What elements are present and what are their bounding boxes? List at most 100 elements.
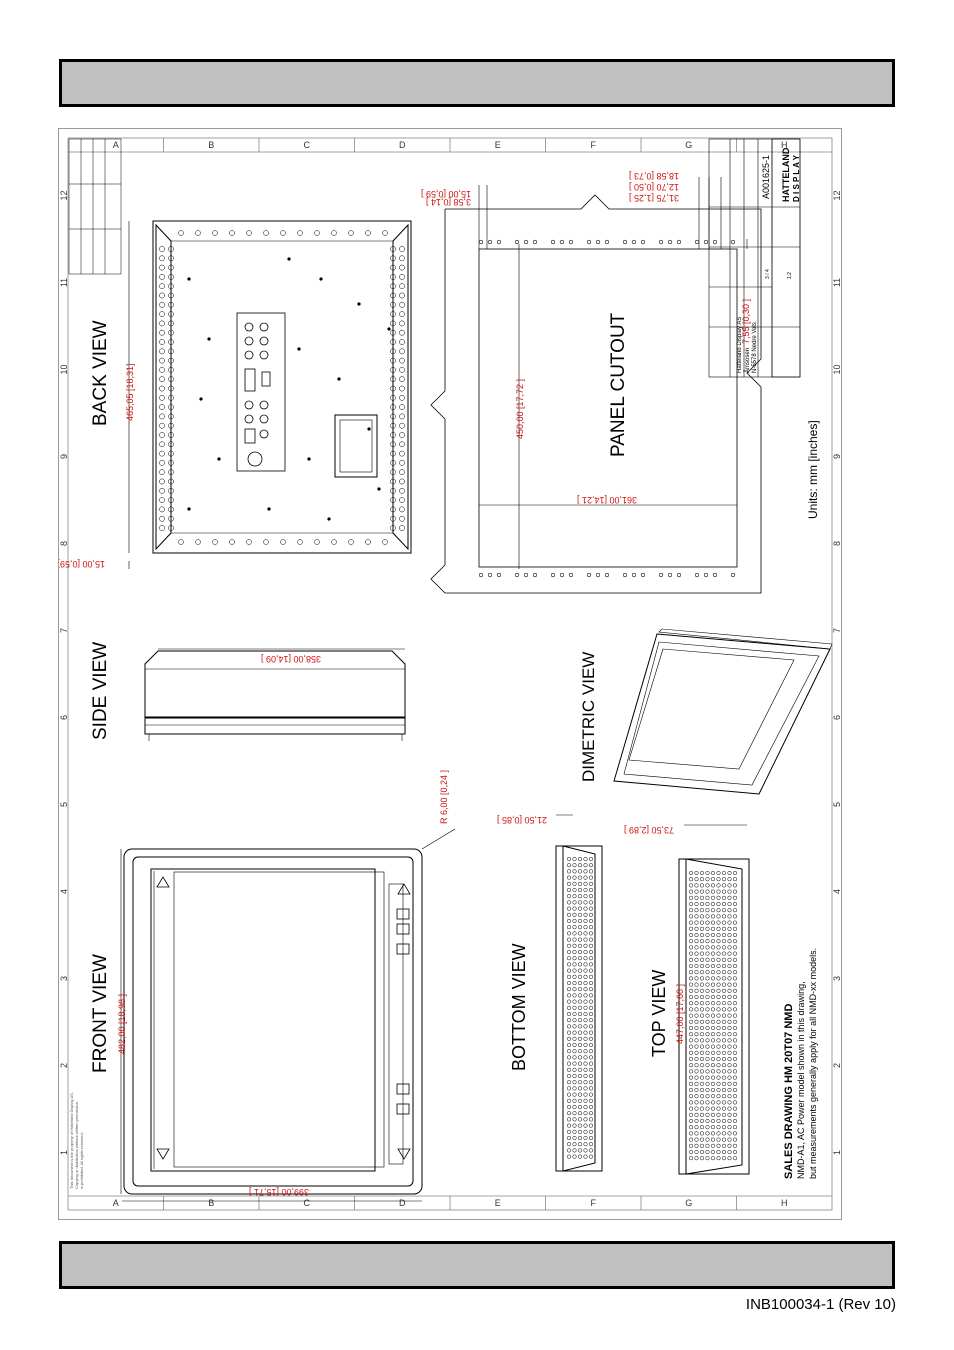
- vent-hole: [721, 1019, 727, 1024]
- vent-hole: [390, 301, 396, 308]
- vent-hole: [732, 1118, 738, 1124]
- vent-hole: [727, 1156, 732, 1161]
- vent-hole: [566, 999, 572, 1004]
- vent-hole: [710, 889, 716, 894]
- vent-hole: [195, 230, 201, 236]
- mounting-hole: [604, 239, 610, 245]
- vent-hole: [583, 943, 588, 948]
- vent-hole: [572, 1086, 577, 1091]
- vent-hole: [716, 994, 721, 1000]
- mounting-hole: [496, 239, 502, 245]
- vent-hole: [577, 980, 583, 986]
- vent-hole: [699, 994, 705, 1000]
- vent-hole: [699, 1063, 705, 1068]
- screw: [187, 277, 191, 281]
- vent-hole: [710, 939, 716, 944]
- grid-row-label: D: [399, 140, 406, 150]
- vent-hole: [331, 539, 337, 545]
- vent-hole: [399, 432, 405, 438]
- vent-hole: [159, 274, 165, 280]
- vent-hole: [588, 999, 594, 1004]
- vent-hole: [710, 901, 716, 907]
- vent-hole: [280, 230, 286, 236]
- vent-hole: [694, 976, 699, 981]
- vent-hole: [688, 1118, 694, 1124]
- vent-hole: [577, 856, 583, 862]
- vent-hole: [727, 963, 732, 969]
- vent-hole: [710, 1137, 716, 1142]
- mounting-hole: [676, 572, 682, 578]
- vent-hole: [727, 1087, 732, 1093]
- vent-hole: [390, 404, 396, 410]
- cutout-dim-a: 15,00 [0,59 ]: [421, 189, 471, 199]
- vent-hole: [716, 1019, 721, 1024]
- vent-hole: [694, 1137, 699, 1142]
- vent-hole: [572, 1030, 577, 1035]
- vent-hole: [577, 1049, 583, 1054]
- vent-hole: [399, 246, 405, 252]
- vent-hole: [583, 1148, 588, 1153]
- vent-hole: [566, 918, 572, 924]
- vent-hole: [572, 956, 577, 961]
- vent-hole: [390, 283, 396, 290]
- vent-hole: [159, 394, 165, 401]
- vent-hole: [716, 1075, 721, 1080]
- vent-hole: [694, 988, 699, 993]
- front-view-title: FRONT VIEW: [90, 954, 111, 1073]
- vent-hole: [721, 957, 727, 962]
- svg-text:is prohibited. All rights rese: is prohibited. All rights reserved.: [79, 1132, 84, 1189]
- vent-hole: [716, 1149, 721, 1155]
- vent-hole: [572, 881, 577, 886]
- bottom-depth-dimension: 21,50 [0,85 ]: [497, 815, 547, 825]
- grid-col-label: 12: [59, 190, 69, 200]
- vent-hole: [710, 1038, 716, 1043]
- cutout-holes: [478, 239, 736, 578]
- vent-hole: [710, 982, 716, 987]
- vent-hole: [168, 404, 174, 410]
- vent-hole: [694, 932, 699, 938]
- vent-hole: [566, 925, 572, 930]
- vent-hole: [716, 1069, 721, 1074]
- vent-hole: [699, 1001, 705, 1006]
- grid-col-label: 7: [59, 628, 69, 633]
- front-view: [123, 848, 423, 1195]
- vent-hole: [716, 988, 721, 993]
- vent-hole: [721, 914, 727, 919]
- vent-hole: [721, 1032, 727, 1037]
- vent-hole: [694, 982, 699, 987]
- vent-hole: [732, 1044, 738, 1049]
- vent-hole: [572, 1018, 577, 1023]
- vent-hole: [566, 993, 572, 998]
- vent-hole: [577, 1123, 583, 1128]
- vent-hole: [716, 883, 721, 888]
- cutout-dim-d: 12,70 [0,50 ]: [629, 182, 679, 192]
- vent-hole: [716, 895, 721, 900]
- vent-hole: [399, 255, 405, 262]
- vent-hole: [566, 1073, 572, 1079]
- vent-hole: [168, 506, 174, 513]
- vent-hole: [727, 1019, 732, 1024]
- vent-hole: [583, 1005, 588, 1010]
- vent-hole: [688, 1112, 694, 1117]
- vent-hole: [716, 926, 721, 931]
- vent-hole: [588, 1055, 594, 1060]
- vent-hole: [727, 1044, 732, 1049]
- vent-hole: [732, 883, 738, 888]
- vent-hole: [688, 908, 694, 913]
- vent-hole: [721, 908, 727, 913]
- vent-hole: [572, 894, 577, 899]
- vent-hole: [159, 450, 165, 457]
- vent-hole: [588, 1036, 594, 1041]
- vent-hole: [705, 945, 710, 950]
- top-depth-dimension: 73,50 [2,89 ]: [624, 825, 674, 835]
- vent-hole: [588, 1080, 594, 1085]
- vent-hole: [732, 963, 738, 969]
- vent-hole: [577, 1111, 583, 1116]
- vent-hole: [572, 1073, 577, 1079]
- mounting-hole: [703, 239, 709, 245]
- vent-hole: [710, 1087, 716, 1093]
- vent-hole: [399, 264, 405, 271]
- vent-hole: [159, 320, 165, 327]
- vent-hole: [566, 1086, 572, 1091]
- vent-hole: [727, 1081, 732, 1086]
